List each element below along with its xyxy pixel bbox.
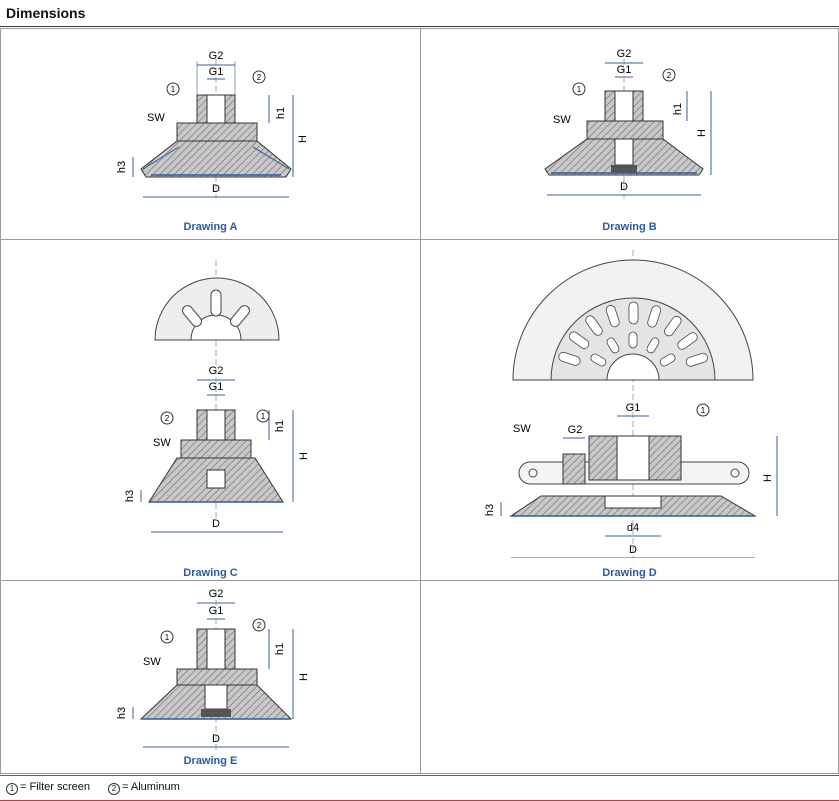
legend-symbol-2: 2 <box>108 783 120 795</box>
drawing-e-caption: Drawing E <box>183 755 238 767</box>
callout-1: 1 <box>577 85 582 94</box>
dim-d: D <box>212 518 220 530</box>
callout-1: 1 <box>171 85 176 94</box>
section-header: Dimensions <box>0 0 839 27</box>
dim-sw: SW <box>553 114 571 126</box>
drawing-d-caption: Drawing D <box>602 567 657 579</box>
dim-h: H <box>298 452 310 460</box>
callout-2: 2 <box>165 414 170 423</box>
dim-h3: h3 <box>124 490 136 502</box>
drawing-e-figure: G2 G1 h1 H h3 D SW 1 2 <box>116 588 310 751</box>
drawing-a-figure: G2 G1 h1 H h3 D SW 1 2 <box>116 50 309 199</box>
dim-sw: SW <box>147 112 165 124</box>
dim-sw: SW <box>143 656 161 668</box>
drawing-b-figure: G2 G1 h1 H D SW 1 2 <box>544 48 712 199</box>
dim-h3: h3 <box>116 161 128 173</box>
dim-g1: G1 <box>617 64 632 76</box>
callout-1: 1 <box>261 412 266 421</box>
dim-d: D <box>212 733 220 745</box>
dim-h1: h1 <box>275 107 287 119</box>
dim-sw: SW <box>513 423 531 435</box>
legend-text-2: = Aluminum <box>122 781 180 793</box>
dim-h1: h1 <box>274 420 286 432</box>
dim-g1: G1 <box>209 381 224 393</box>
dim-g1: G1 <box>626 402 641 414</box>
callout-1: 1 <box>701 406 706 415</box>
legend-footer: 1= Filter screen 2= Aluminum <box>0 775 839 801</box>
drawing-a-cell: G2 G1 h1 H h3 D SW 1 2 Drawing A <box>0 28 421 240</box>
callout-2: 2 <box>257 621 262 630</box>
dim-h: H <box>298 673 310 681</box>
section-title: Dimensions <box>6 5 86 21</box>
drawing-e-cell: G2 G1 h1 H h3 D SW 1 2 Drawing E <box>0 580 421 774</box>
legend-text-1: = Filter screen <box>20 781 90 793</box>
callout-1: 1 <box>165 633 170 642</box>
drawing-c-figure: G2 G1 h1 H h3 D SW 2 1 <box>124 260 310 533</box>
callout-2: 2 <box>667 71 672 80</box>
dim-d: D <box>212 183 220 195</box>
dim-h: H <box>762 474 774 482</box>
drawings-grid: G2 G1 h1 H h3 D SW 1 2 Drawing A <box>0 28 839 774</box>
drawing-d-figure: G1 G2 SW H h3 d4 D 1 <box>484 250 778 560</box>
dim-h1: h1 <box>274 643 286 655</box>
legend-symbol-1: 1 <box>6 783 18 795</box>
dim-g2: G2 <box>617 48 632 60</box>
dim-g2: G2 <box>209 365 224 377</box>
dim-d: D <box>629 544 637 556</box>
dim-d4: d4 <box>627 522 639 534</box>
dim-h1: h1 <box>672 103 684 115</box>
drawing-b-caption: Drawing B <box>602 221 657 233</box>
dim-h3: h3 <box>484 504 496 516</box>
callout-2: 2 <box>257 73 262 82</box>
dim-g2: G2 <box>209 50 224 62</box>
dim-h: H <box>696 129 708 137</box>
dim-g2: G2 <box>568 424 583 436</box>
drawing-c-caption: Drawing C <box>183 567 238 579</box>
dim-g1: G1 <box>209 66 224 78</box>
dim-g2: G2 <box>209 588 224 600</box>
dim-sw: SW <box>153 437 171 449</box>
dim-h: H <box>297 135 309 143</box>
empty-cell <box>420 580 839 774</box>
dim-d: D <box>620 181 628 193</box>
drawing-a-caption: Drawing A <box>183 221 238 233</box>
legend-item-aluminum: 2= Aluminum <box>108 781 180 795</box>
drawing-b-cell: G2 G1 h1 H D SW 1 2 Drawing B <box>420 28 839 240</box>
dim-h3: h3 <box>116 707 128 719</box>
dim-g1: G1 <box>209 605 224 617</box>
drawing-d-cell: G1 G2 SW H h3 d4 D 1 Drawing D <box>420 239 839 581</box>
drawing-c-cell: G2 G1 h1 H h3 D SW 2 1 Drawing C <box>0 239 421 581</box>
legend-item-filter: 1= Filter screen <box>6 781 90 795</box>
